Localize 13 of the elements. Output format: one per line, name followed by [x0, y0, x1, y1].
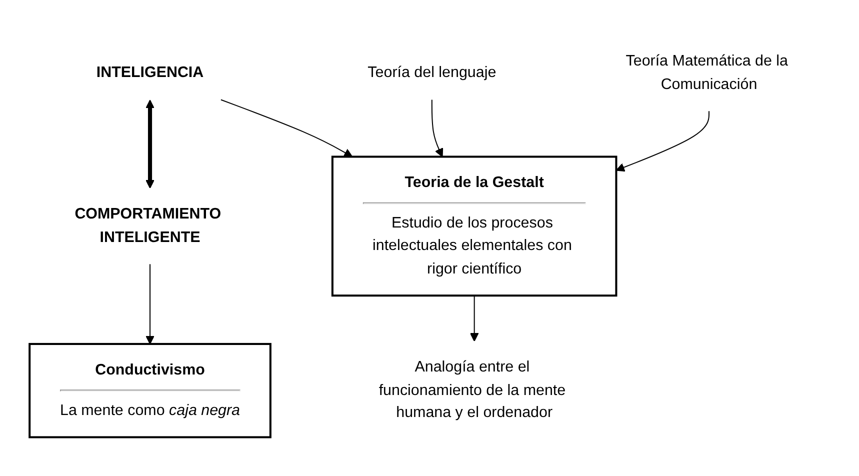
node-box: Conductivismo La mente como caja negra [28, 343, 272, 439]
arrow [146, 264, 154, 345]
arrow [616, 112, 710, 172]
arrow [146, 100, 154, 189]
node-text: Teoría Matemática de la Comunicación [626, 52, 788, 93]
node-text: Analogía entre el funcionamiento de la mente humana y el ordenador [378, 358, 566, 422]
node-box: Teoria de la Gestalt Estudio de los procesos intelectuales elementales con rigor científico [331, 156, 618, 298]
node-text: Teoría del lenguaje [368, 64, 496, 82]
node-text: COMPORTAMIENTO INTELIGENTE [74, 206, 222, 246]
node-text: INTELIGENCIA [96, 64, 204, 82]
arrow [220, 100, 353, 158]
arrow [431, 100, 444, 158]
arrow [470, 296, 479, 342]
